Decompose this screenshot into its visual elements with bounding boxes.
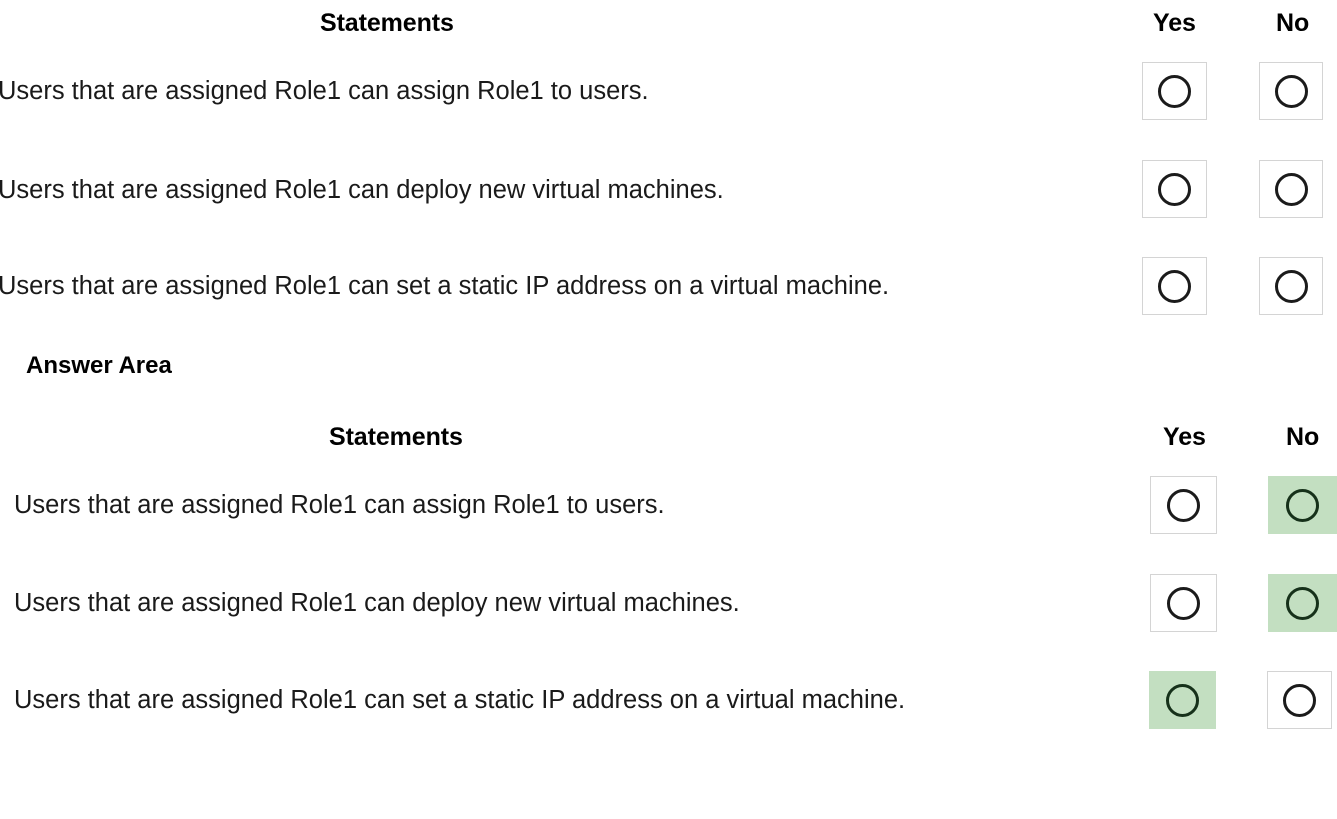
radio-icon[interactable] (1274, 269, 1308, 303)
answer-statement-1: Users that are assigned Role1 can assign… (14, 491, 665, 519)
radio-selected-icon[interactable] (1286, 488, 1319, 522)
preview-row-2-no-cell[interactable] (1259, 160, 1323, 218)
preview-header-yes: Yes (1153, 9, 1196, 37)
radio-icon[interactable] (1274, 74, 1308, 108)
answer-row-3-no-cell[interactable] (1267, 671, 1332, 729)
answer-row-1-yes-cell[interactable] (1150, 476, 1217, 534)
answer-header-statements: Statements (329, 423, 463, 451)
question-preview-table: Statements Yes No Users that are assigne… (0, 0, 1337, 330)
radio-icon[interactable] (1158, 74, 1191, 108)
preview-header-no: No (1276, 9, 1310, 37)
answer-statement-3: Users that are assigned Role1 can set a … (14, 686, 906, 714)
answer-row-2-no-cell[interactable] (1268, 574, 1337, 632)
preview-row-2-yes-cell[interactable] (1142, 160, 1207, 218)
answer-statement-2: Users that are assigned Role1 can deploy… (14, 589, 740, 617)
preview-statement-3: Users that are assigned Role1 can set a … (0, 272, 890, 300)
answer-row-2-yes-cell[interactable] (1150, 574, 1217, 632)
preview-row-1-yes-cell[interactable] (1142, 62, 1207, 120)
radio-icon[interactable] (1158, 269, 1191, 303)
answer-area-section: Answer Area Statements Yes No Users that… (0, 330, 1337, 819)
preview-row-1-no-cell[interactable] (1259, 62, 1323, 120)
radio-selected-icon[interactable] (1286, 586, 1319, 620)
preview-statement-2: Users that are assigned Role1 can deploy… (0, 176, 724, 204)
preview-row-3-yes-cell[interactable] (1142, 257, 1207, 315)
preview-header-statements: Statements (320, 9, 454, 37)
radio-icon[interactable] (1158, 172, 1191, 206)
preview-row-3-no-cell[interactable] (1259, 257, 1323, 315)
radio-icon[interactable] (1167, 586, 1200, 620)
answer-header-yes: Yes (1163, 423, 1206, 451)
radio-selected-icon[interactable] (1166, 683, 1199, 717)
radio-icon[interactable] (1274, 172, 1308, 206)
answer-row-1-no-cell[interactable] (1268, 476, 1337, 534)
radio-icon[interactable] (1167, 488, 1200, 522)
preview-statement-1: Users that are assigned Role1 can assign… (0, 77, 649, 105)
answer-area-label: Answer Area (26, 352, 172, 379)
radio-icon[interactable] (1283, 683, 1316, 717)
answer-header-no: No (1286, 423, 1320, 451)
answer-row-3-yes-cell[interactable] (1149, 671, 1216, 729)
